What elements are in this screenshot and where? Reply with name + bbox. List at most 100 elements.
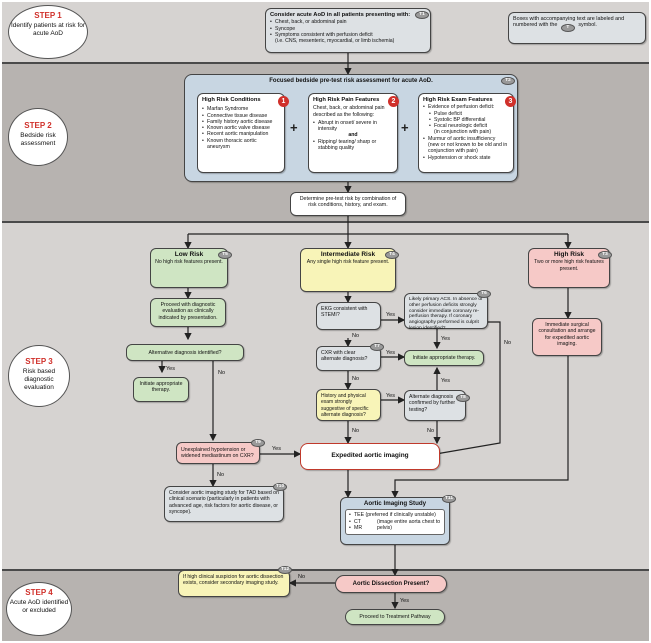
- t11-tag: T11: [442, 495, 456, 503]
- conditions-number: 1: [278, 96, 289, 107]
- step2-oval: STEP 2 Bedside risk assessment: [8, 108, 68, 166]
- step4-label: STEP 4: [25, 588, 53, 597]
- exam-list-3: Hypotension or shock state: [423, 155, 509, 162]
- t1-box: Consider acute AoD in all patients prese…: [265, 8, 431, 53]
- list-item: Known thoracic aortic aneurysm: [202, 138, 280, 151]
- band-divider: [2, 221, 649, 223]
- pain-intro: Chest, back, or abdominal pain described…: [313, 105, 385, 118]
- list-item: Pulse deficit: [429, 111, 509, 118]
- t5-tag: T5: [218, 251, 232, 259]
- present-box: Aortic Dissection Present?: [335, 575, 447, 593]
- conditions-box: High Risk Conditions Marfan Syndrome Con…: [197, 93, 285, 173]
- exam-sublist: Pulse deficit Systolic BP differential F…: [423, 111, 509, 130]
- t2-title: Focused bedside pre-test risk assessment…: [269, 78, 433, 84]
- list-item: Murmur of aortic insufficiency: [423, 136, 509, 143]
- t10-tag: T10: [273, 483, 287, 491]
- unexplained-box: Unexplained hypotension or widened media…: [176, 442, 260, 464]
- intermediate-risk-text: Any single high risk feature present.: [306, 259, 390, 266]
- plus-icon: +: [290, 120, 298, 135]
- step2-desc: Bedside risk assessment: [20, 132, 56, 147]
- treatment-box: Proceed to Treatment Pathway: [345, 609, 445, 625]
- conditions-title: High Risk Conditions: [202, 97, 261, 103]
- imaging-options: TEE (preferred if clinically unstable) C…: [345, 509, 445, 535]
- t12-tag: T12: [278, 566, 292, 574]
- t8-tag: T8: [456, 394, 470, 402]
- high-risk-box: High Risk Two or more high risk features…: [528, 248, 610, 288]
- low-risk-box: Low Risk No high risk features present.: [150, 248, 228, 288]
- yes-label: Yes: [441, 336, 450, 342]
- pain-box: High Risk Pain Features Chest, back, or …: [308, 93, 398, 173]
- pain-title: High Risk Pain Features: [313, 97, 380, 103]
- list-item: Hypotension or shock state: [423, 155, 509, 162]
- legend-text-end: symbol.: [578, 22, 597, 29]
- step3-desc: Risk based diagnostic evaluation: [22, 368, 56, 391]
- ekg-box: EKG consistent with STEMI?: [316, 302, 381, 330]
- initiate-mid-box: Initiate appropriate therapy.: [404, 350, 484, 366]
- list-item: TEE (preferred if clinically unstable): [349, 512, 441, 519]
- list-item: Known aortic valve disease: [202, 125, 280, 132]
- surgical-box: Immediate surgical consultation and arra…: [532, 318, 602, 356]
- exam-box: High Risk Exam Features Evidence of perf…: [418, 93, 514, 173]
- no-label: No: [298, 574, 306, 580]
- conditions-list: Marfan Syndrome Connective tissue diseas…: [202, 106, 280, 150]
- list-item: CT: [349, 519, 441, 526]
- exam-murmur-note: (new or not known to be old and in conju…: [428, 142, 508, 155]
- list-item: Symptoms consistent with perfusion defic…: [270, 32, 426, 39]
- intermediate-risk-title: Intermediate Risk: [320, 251, 376, 258]
- step4-desc: Acute AoD identified or excluded: [9, 599, 69, 614]
- legend-text: Boxes with accompanying text are labeled…: [513, 16, 625, 29]
- t1-tag: T1: [415, 11, 429, 19]
- step1-desc: Identify patients at risk for acute AoD: [10, 22, 86, 37]
- exam-title: High Risk Exam Features: [423, 97, 493, 103]
- t7-tag: T7: [370, 343, 384, 351]
- no-label: No: [352, 376, 360, 382]
- list-item: Systolic BP differential: [429, 117, 509, 124]
- no-label: No: [427, 428, 435, 434]
- t1-list: Chest, back, or abdominal pain Syncope S…: [270, 19, 426, 38]
- yes-label: Yes: [386, 312, 395, 318]
- exam-list: Evidence of perfusion deficit:: [423, 104, 509, 111]
- alt-dx-box: Alternative diagnosis identified?: [126, 344, 244, 361]
- imaging-list: TEE (preferred if clinically unstable) C…: [349, 512, 441, 531]
- list-item: MR: [349, 525, 441, 532]
- yes-label: Yes: [386, 350, 395, 356]
- imaging-title: Aortic Imaging Study: [363, 500, 427, 507]
- t1-note: (i.e. CNS, mesenteric, myocardial, or li…: [275, 38, 395, 45]
- step3-label: STEP 3: [25, 357, 53, 366]
- yes-label: Yes: [386, 393, 395, 399]
- imaging-box: Aortic Imaging Study TEE (preferred if c…: [340, 497, 450, 545]
- step4-oval: STEP 4 Acute AoD identified or excluded: [6, 582, 72, 636]
- secondary-box: If high clinical suspicion for aortic di…: [178, 570, 290, 597]
- high-risk-title: High Risk: [554, 251, 584, 258]
- list-item: Family history aortic disease: [202, 119, 280, 126]
- no-label: No: [352, 333, 360, 339]
- band-divider: [2, 569, 649, 571]
- t6-tag: T6: [477, 290, 491, 298]
- intermediate-risk-box: Intermediate Risk Any single high risk f…: [300, 248, 396, 292]
- hx-pe-box: History and physical exam strongly sugge…: [316, 389, 381, 421]
- legend-box: Boxes with accompanying text are labeled…: [508, 12, 646, 44]
- yes-label: Yes: [272, 446, 281, 452]
- t4-tag: T4: [385, 251, 399, 259]
- t3-tag: T3: [598, 251, 612, 259]
- step3-oval: STEP 3 Risk based diagnostic evaluation: [8, 345, 70, 407]
- step2-label: STEP 2: [24, 121, 52, 130]
- list-item: Recent aortic manipulation: [202, 131, 280, 138]
- consider-box: Consider aortic imaging study for TAD ba…: [164, 486, 284, 522]
- t1-title: Consider acute AoD in all patients prese…: [270, 12, 411, 18]
- exam-sub-note: (in conjunction with pain): [434, 129, 492, 136]
- list-item: Abrupt in onset/ severe in intensity: [313, 120, 393, 133]
- exam-number: 3: [505, 96, 516, 107]
- list-item: Chest, back, or abdominal pain: [270, 19, 426, 26]
- acs-box: Likely primary ACS. In absence of other …: [404, 293, 488, 331]
- plus-icon: +: [401, 120, 409, 135]
- step1-oval: STEP 1 Identify patients at risk for acu…: [8, 5, 88, 59]
- pain-list-2: Ripping/ tearing/ sharp or stabbing qual…: [313, 139, 393, 152]
- alt-confirm-box: Alternate diagnosis confirmed by further…: [404, 390, 466, 421]
- proceed-box: Proceed with diagnostic evaluation as cl…: [150, 298, 226, 327]
- no-label: No: [217, 472, 225, 478]
- pain-and: and: [348, 132, 358, 139]
- list-item: Syncope: [270, 26, 426, 33]
- legend-tag: T: [560, 24, 575, 33]
